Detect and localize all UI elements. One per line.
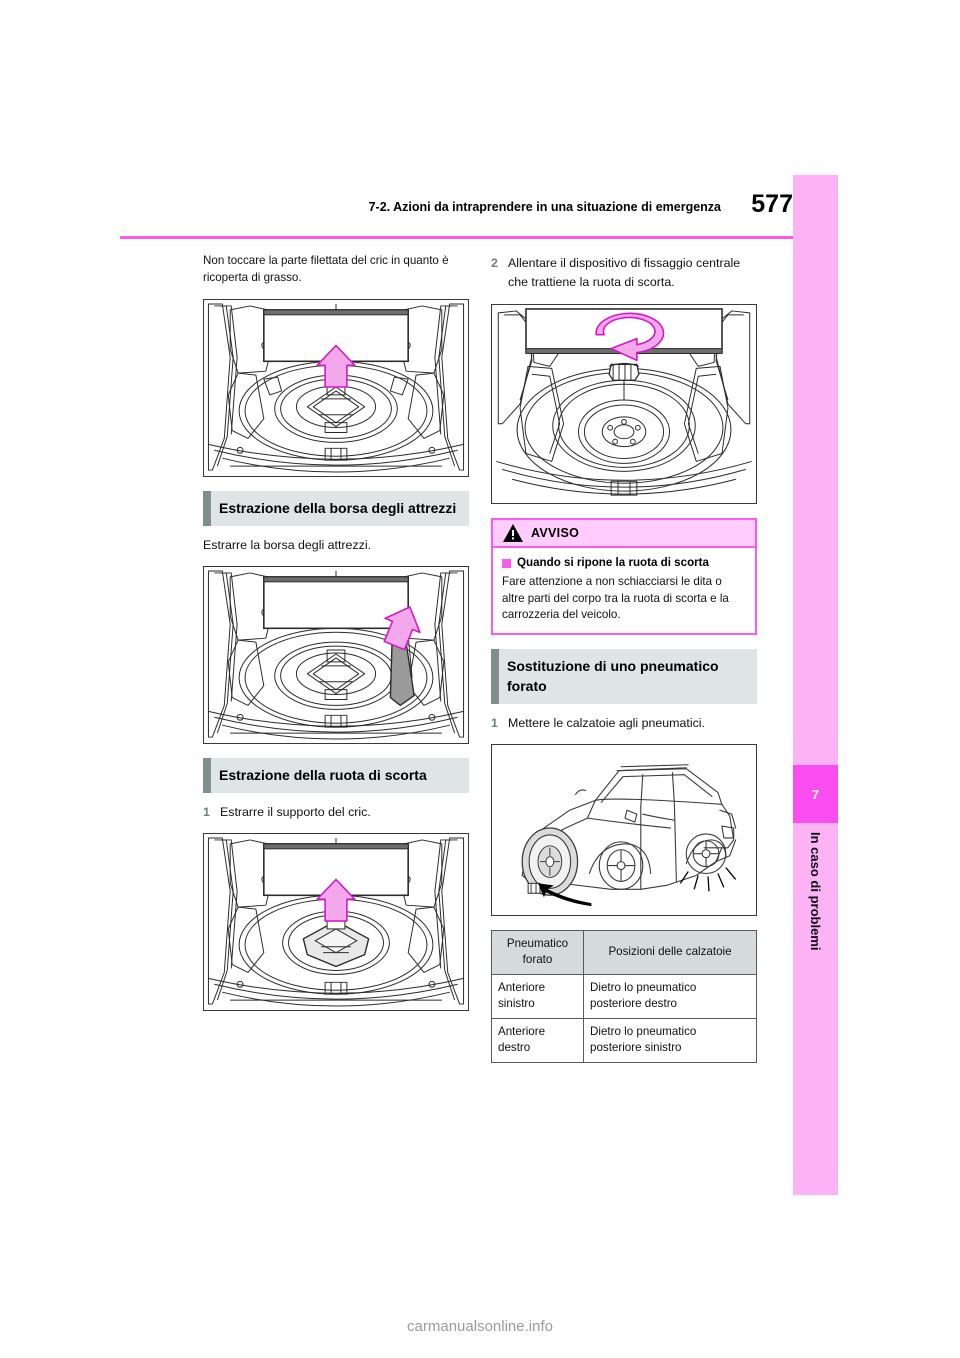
pull-arrow-icon [538,882,592,906]
chapter-side-tab-band [793,175,838,1195]
step-text: Estrarre il supporto del cric. [220,805,371,819]
left-column: Non toccare la parte filettata del cric … [203,252,469,1011]
table-row: Anteriore destro Dietro lo pneumatico po… [491,1017,757,1063]
warning-body: Quando si ripone la ruota di scorta Fare… [493,548,755,633]
section-heading-flat-tire: Sostituzione di uno pneumatico forato [491,648,757,704]
rotate-arrow-icon [595,312,665,362]
up-arrow-icon [316,344,356,388]
table-cell-flat-tire: Anteriore destro [491,1017,584,1063]
suv-illustration [521,763,737,906]
table-cell-chock-position: Dietro lo pneumatico posteriore destro [583,973,757,1019]
header-rule [120,236,793,239]
table-cell-flat-tire: Anteriore sinistro [491,973,584,1019]
chapter-number: 7 [811,786,820,802]
warning-text: Fare attenzione a non schiacciarsi le di… [502,575,729,621]
warning-subtitle-row: Quando si ripone la ruota di scorta [502,555,746,571]
step-item: 2 Allentare il dispositivo di fissaggio … [491,254,757,292]
figure-spare-tire-center-bolt [491,304,757,504]
step-text: Allentare il dispositivo di fissaggio ce… [508,256,741,289]
table-header-row: Pneumatico forato Posizioni delle calzat… [491,929,757,975]
step-text: Mettere le calzatoie agli pneumatici. [508,715,705,730]
figure-trunk-spare-tire-cover [203,299,469,477]
trunk-illustration-2 [207,570,465,740]
table-header-cell: Pneumatico forato [491,929,584,975]
chock-position-table: Pneumatico forato Posizioni delle calzat… [491,929,757,1063]
chapter-side-tab-block [793,765,838,823]
up-arrow-icon [316,878,356,922]
section-heading-spare-wheel: Estrazione della ruota di scorta [203,758,469,793]
table-row: Anteriore sinistro Dietro lo pneumatico … [491,973,757,1019]
step-number: 1 [203,805,210,819]
trunk-illustration-1 [207,303,465,473]
removed-wheel [521,826,579,896]
page-title: 7-2. Azioni da intraprendere in una situ… [368,200,721,214]
spare-tire-illustration [496,308,752,496]
figure-trunk-jack-holder [203,833,469,1011]
step-item: 1 Mettere le calzatoie agli pneumatici. [491,714,757,733]
chapter-label-text: In caso di problemi [808,832,823,951]
center-fastener [608,362,640,381]
intro-paragraph: Non toccare la parte filettata del cric … [203,254,449,284]
table-header-cell: Posizioni delle calzatoie [583,929,757,975]
table-cell-chock-position: Dietro lo pneumatico posteriore sinistro [583,1017,757,1063]
warning-triangle-icon [503,524,523,542]
warning-box: AVVISO Quando si ripone la ruota di scor… [491,518,757,635]
footer-watermark: carmanualsonline.info [407,1318,553,1335]
figure-trunk-tool-bag [203,566,469,744]
section-heading-spare-wheel-text: Estrazione della ruota di scorta [219,767,427,783]
step-number: 2 [491,256,498,270]
right-column: 2 Allentare il dispositivo di fissaggio … [491,252,757,1063]
warning-title: AVVISO [531,526,580,540]
chapter-label: In caso di problemi [793,832,838,1132]
warning-subtitle: Quando si ripone la ruota di scorta [517,556,709,569]
section-heading-tool-bag: Estrazione della borsa degli attrezzi [203,491,469,526]
step-item: 1 Estrarre il supporto del cric. [203,803,469,822]
square-bullet-icon [502,559,511,568]
instruction-tool-bag: Estrarre la borsa degli attrezzi. [203,538,372,552]
jack-holder-shape [302,918,370,968]
figure-suv-wheel-removal [491,743,757,916]
page-number: 577 [751,190,793,218]
section-heading-flat-tire-text: Sostituzione di uno pneumatico forato [507,657,719,694]
trunk-illustration-3 [207,837,465,1007]
section-heading-tool-bag-text: Estrazione della borsa degli attrezzi [219,500,457,516]
motion-lines [679,866,737,891]
page-header: 7-2. Azioni da intraprendere in una situ… [120,190,793,226]
step-number: 1 [491,715,498,730]
warning-header: AVVISO [493,520,755,548]
up-arrow-icon [383,606,421,651]
